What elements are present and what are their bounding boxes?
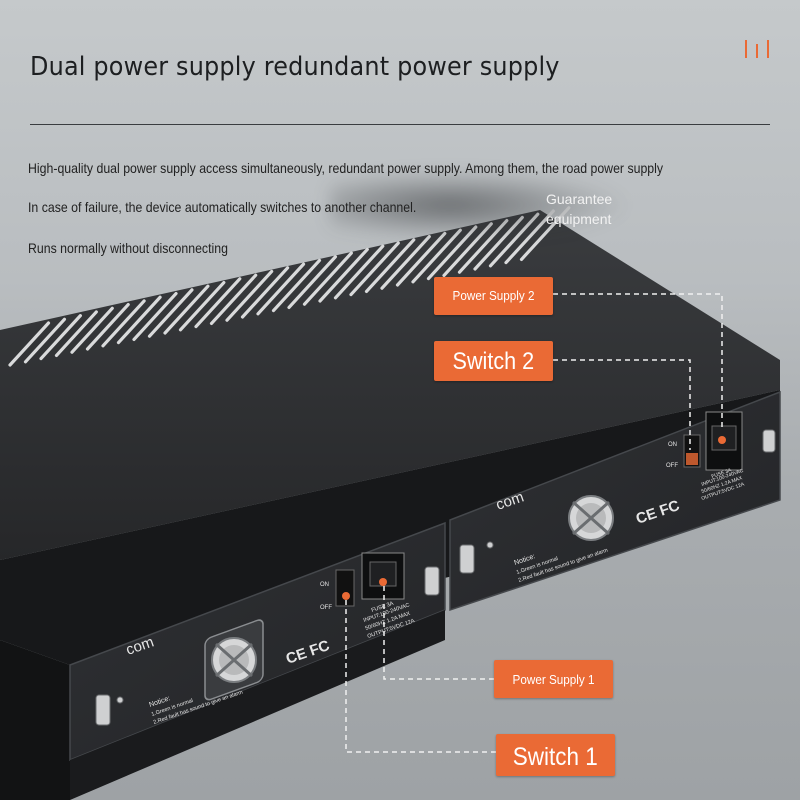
vent-slot <box>85 303 130 351</box>
vent-slot <box>23 317 67 364</box>
switch-on-2: ON <box>668 442 677 448</box>
vent-slots <box>8 206 571 367</box>
device-front-face <box>0 390 780 665</box>
vent-slot <box>256 262 306 316</box>
vent-slot <box>287 255 338 309</box>
brand-corner-mark-icon <box>745 40 769 58</box>
vent-slot <box>380 235 431 290</box>
callout-switch-2: Switch 2 <box>434 341 553 381</box>
device-top-lid <box>0 210 780 560</box>
vent-slot <box>70 306 114 354</box>
vent-slot <box>163 284 210 335</box>
description-line-2: In case of failure, the device automatic… <box>28 199 417 215</box>
fan-1 <box>204 619 264 701</box>
callout-switch-1-label: Switch 1 <box>512 743 599 771</box>
switch-on-1: ON <box>320 582 329 588</box>
page-title: Dual power supply redundant power supply <box>30 52 560 82</box>
vent-slot <box>318 247 369 303</box>
description-line-1: High-quality dual power supply access si… <box>28 160 664 176</box>
vent-slot <box>101 299 146 348</box>
vent-slot <box>333 244 385 300</box>
vent-slot <box>349 241 400 297</box>
callout-leader-lines <box>345 293 723 753</box>
callout-power-supply-2-label: Power Supply 2 <box>452 288 535 303</box>
vent-slot <box>271 258 322 313</box>
vent-slot <box>364 238 416 293</box>
callout-power-supply-1: Power Supply 1 <box>494 660 613 698</box>
description-line-3: Runs normally without disconnecting <box>28 240 228 256</box>
callout-power-supply-2: Power Supply 2 <box>434 277 553 315</box>
switch-off-2: OFF <box>666 463 678 469</box>
vent-slot <box>240 266 290 319</box>
vent-slot <box>39 314 82 361</box>
vent-slot <box>395 231 447 287</box>
blurred-overlay <box>330 170 630 240</box>
vent-slot <box>209 273 258 325</box>
vent-slot <box>147 288 194 338</box>
vent-slot <box>225 269 274 322</box>
vent-slot <box>8 321 51 367</box>
vent-slot <box>194 277 242 329</box>
rocker-switch-1 <box>335 569 355 607</box>
switch-off-1: OFF <box>320 605 332 611</box>
vent-slot <box>178 280 226 332</box>
thumbscrews <box>95 429 776 726</box>
vent-slot <box>116 295 162 345</box>
title-divider <box>30 124 770 125</box>
vent-slot <box>54 310 98 357</box>
vent-slot <box>302 251 353 306</box>
guarantee-line-2: equipment <box>546 211 612 227</box>
fan-2 <box>568 495 614 541</box>
callout-switch-2-label: Switch 2 <box>452 348 535 375</box>
callout-power-supply-1-label: Power Supply 1 <box>512 672 595 687</box>
callout-switch-1: Switch 1 <box>496 734 615 776</box>
vent-slot <box>132 291 178 341</box>
guarantee-line-1: Guarantee <box>546 191 613 207</box>
guarantee-text: Guarantee equipment <box>546 189 612 229</box>
